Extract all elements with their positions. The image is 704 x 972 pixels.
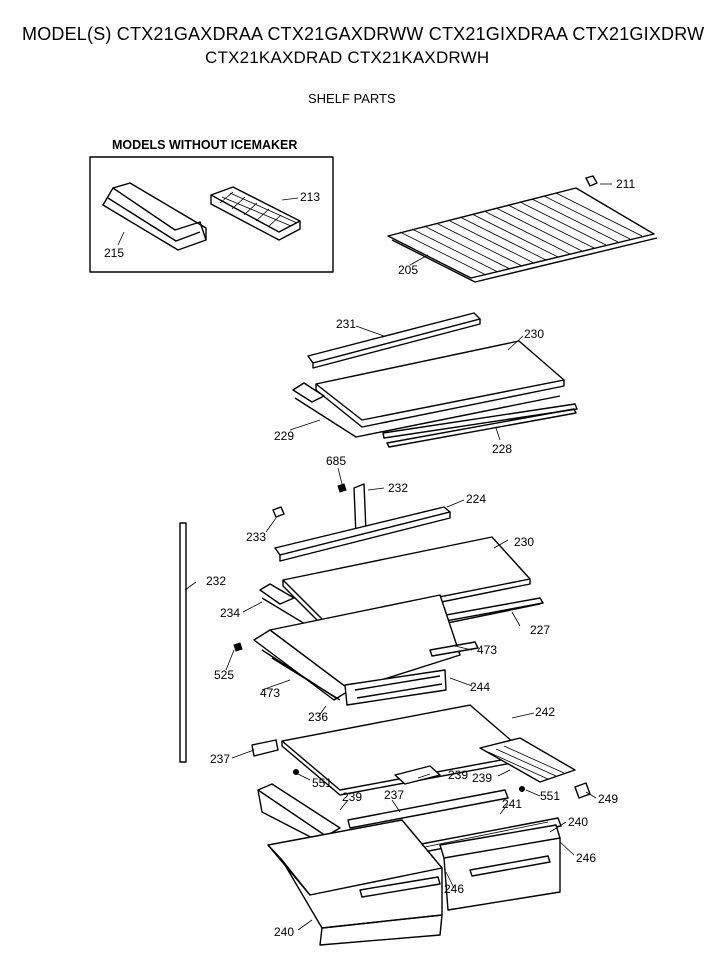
part-237-front-rail	[347, 789, 509, 829]
part-240-drawer-right	[439, 824, 561, 911]
label-241: 241	[502, 797, 522, 811]
part-551-b	[519, 786, 525, 792]
label-242: 242	[535, 705, 555, 719]
part-211-clip	[585, 175, 598, 187]
label-224: 224	[466, 492, 486, 506]
part-labels: 213 215 211 205 231 230 229 228 685 232 …	[104, 177, 635, 939]
label-239-b: 239	[472, 771, 492, 785]
part-239-left-bracket	[257, 783, 341, 837]
label-205: 205	[398, 263, 418, 277]
label-551-b: 551	[540, 789, 560, 803]
part-233-clip	[272, 506, 285, 518]
label-234: 234	[220, 606, 240, 620]
label-237-b: 237	[384, 788, 404, 802]
label-213: 213	[300, 190, 320, 204]
label-236: 236	[308, 710, 328, 724]
label-211: 211	[616, 177, 635, 191]
label-239-c: 239	[342, 790, 362, 804]
upper-shelf-assembly	[292, 312, 578, 448]
label-473-b: 473	[260, 686, 280, 700]
label-240-b: 240	[274, 925, 294, 939]
part-232-long-rail	[179, 522, 187, 763]
part-237-bracket	[251, 739, 279, 757]
part-239-small	[394, 765, 441, 785]
part-213-ice-tray	[210, 186, 301, 241]
inset-box	[89, 156, 334, 273]
label-232: 232	[388, 481, 408, 495]
section-title: SHELF PARTS	[308, 91, 396, 106]
part-525-screw	[233, 642, 243, 652]
label-227: 227	[530, 623, 550, 637]
label-229: 229	[274, 429, 294, 443]
label-246-b: 246	[444, 882, 464, 896]
part-215-bin	[102, 182, 207, 251]
part-239-slide	[479, 737, 576, 783]
part-240-drawer-left	[267, 819, 443, 946]
label-685: 685	[326, 454, 346, 468]
label-232-b: 232	[206, 574, 226, 588]
label-228: 228	[492, 442, 512, 456]
label-230: 230	[524, 327, 544, 341]
part-685-screw	[337, 483, 347, 493]
part-551-a	[293, 769, 299, 775]
label-551: 551	[312, 776, 332, 790]
label-215: 215	[104, 246, 124, 260]
label-240: 240	[568, 815, 588, 829]
label-249: 249	[598, 792, 618, 806]
label-239: 239	[448, 768, 468, 782]
models-header-line1: MODEL(S) CTX21GAXDRAA CTX21GAXDRWW CTX21…	[22, 24, 704, 44]
label-230-b: 230	[514, 535, 534, 549]
part-249-clip	[574, 782, 591, 799]
part-205-wire-shelf	[387, 187, 658, 283]
inset-title: MODELS WITHOUT ICEMAKER	[112, 138, 298, 152]
label-244: 244	[470, 680, 490, 694]
label-246: 246	[576, 851, 596, 865]
label-473: 473	[477, 643, 497, 657]
label-237: 237	[210, 752, 230, 766]
label-525: 525	[214, 668, 234, 682]
label-233: 233	[246, 530, 266, 544]
leader-lines	[117, 183, 612, 931]
models-header-line2: CTX21KAXDRAD CTX21KAXDRWH	[205, 48, 490, 67]
label-231: 231	[336, 317, 356, 331]
middle-shelf-assembly	[259, 506, 544, 646]
crisper-frame-assembly	[253, 594, 479, 706]
